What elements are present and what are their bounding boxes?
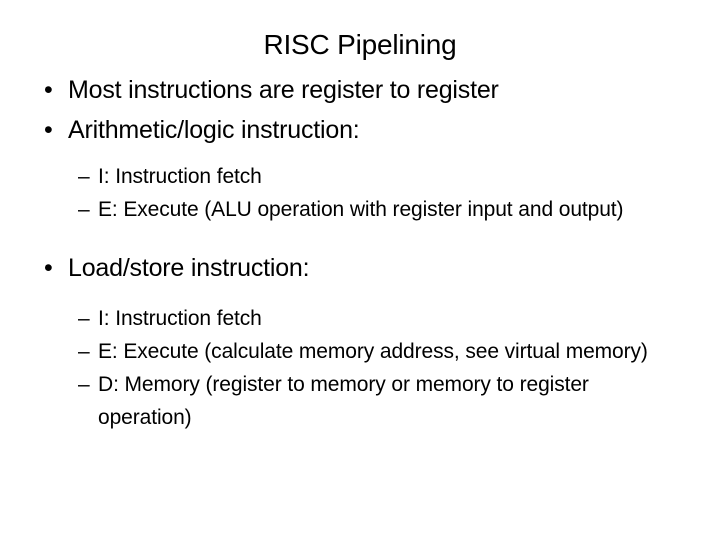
bullet-item: • Load/store instruction:	[0, 248, 720, 288]
bullet-item: • Most instructions are register to regi…	[0, 70, 720, 110]
dash-icon: –	[78, 165, 90, 188]
sub-bullet-text: I: Instruction fetch	[98, 307, 262, 330]
dash-icon: –	[78, 340, 90, 363]
dash-icon: –	[78, 307, 90, 330]
bullet-dot-icon: •	[44, 76, 53, 104]
sub-bullet-item: – D: Memory (register to memory or memor…	[0, 368, 720, 434]
sub-bullet-item: – E: Execute (calculate memory address, …	[0, 335, 720, 368]
sub-bullet-text: I: Instruction fetch	[98, 165, 262, 188]
sub-bullet-item: – I: Instruction fetch	[0, 302, 720, 335]
sub-bullet-text: E: Execute (calculate memory address, se…	[98, 340, 648, 363]
bullet-text: Most instructions are register to regist…	[68, 76, 499, 104]
slide-body: • Most instructions are register to regi…	[0, 70, 720, 434]
sub-bullet-text: E: Execute (ALU operation with register …	[98, 198, 624, 221]
bullet-item: • Arithmetic/logic instruction:	[0, 110, 720, 150]
bullet-text: Load/store instruction:	[68, 254, 310, 282]
sub-bullet-text: D: Memory (register to memory or memory …	[98, 373, 589, 429]
bullet-dot-icon: •	[44, 254, 53, 282]
bullet-dot-icon: •	[44, 116, 53, 144]
dash-icon: –	[78, 198, 90, 221]
dash-icon: –	[78, 373, 90, 396]
sub-bullet-item: – E: Execute (ALU operation with registe…	[0, 193, 720, 226]
bullet-text: Arithmetic/logic instruction:	[68, 116, 360, 144]
slide-title: RISC Pipelining	[263, 29, 457, 60]
sub-bullet-item: – I: Instruction fetch	[0, 160, 720, 193]
